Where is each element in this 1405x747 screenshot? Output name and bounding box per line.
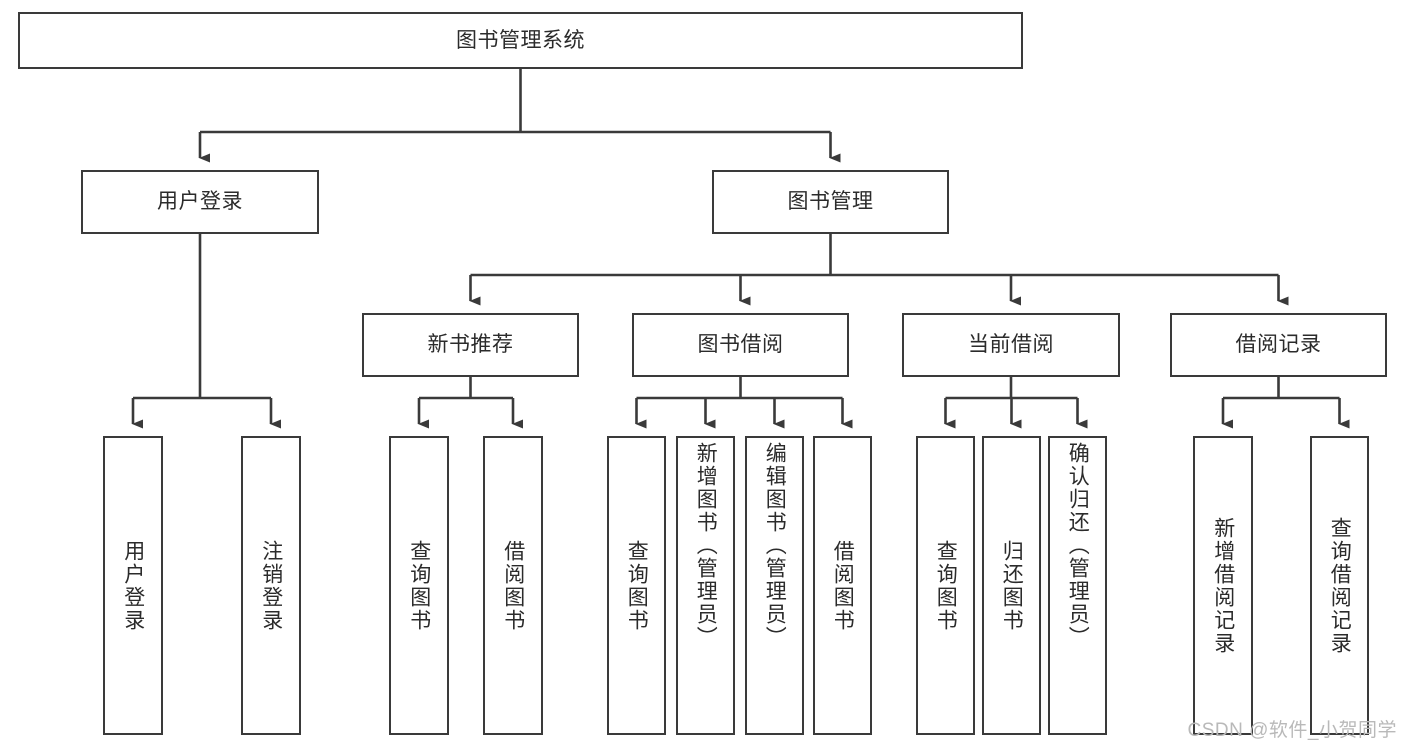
- node-label: 查询借阅记录: [1328, 516, 1352, 655]
- leaf-query-book-current[interactable]: 查询图书: [916, 436, 975, 735]
- node-label: 新增借阅记录: [1211, 516, 1235, 655]
- node-root[interactable]: 图书管理系统: [18, 12, 1023, 69]
- leaf-logout[interactable]: 注销登录: [241, 436, 301, 735]
- node-label: 图书借阅: [697, 333, 784, 357]
- node-book-borrow[interactable]: 图书借阅: [632, 313, 849, 377]
- leaf-add-borrow-record[interactable]: 新增借阅记录: [1193, 436, 1253, 735]
- node-label: 用户登录: [121, 539, 145, 632]
- node-book-manage[interactable]: 图书管理: [712, 170, 949, 234]
- node-label: 图书管理系统: [456, 28, 585, 52]
- leaf-borrow-book-recommend[interactable]: 借阅图书: [483, 436, 543, 735]
- leaf-borrow-book[interactable]: 借阅图书: [813, 436, 872, 735]
- leaf-edit-book-admin[interactable]: 编辑图书（管理员）: [745, 436, 804, 735]
- leaf-add-book-admin[interactable]: 新增图书（管理员）: [676, 436, 735, 735]
- node-label: 归还图书: [1000, 539, 1024, 632]
- node-label: 确认归还（管理员）: [1066, 442, 1090, 649]
- node-label: 图书管理: [787, 190, 874, 214]
- leaf-user-login[interactable]: 用户登录: [103, 436, 163, 735]
- node-label: 查询图书: [625, 539, 649, 632]
- leaf-confirm-return-admin[interactable]: 确认归还（管理员）: [1048, 436, 1107, 735]
- node-label: 编辑图书（管理员）: [763, 442, 787, 649]
- node-label: 借阅图书: [501, 539, 525, 632]
- node-label: 新增图书（管理员）: [694, 442, 718, 649]
- leaf-query-book-recommend[interactable]: 查询图书: [389, 436, 449, 735]
- node-label: 新书推荐: [427, 333, 514, 357]
- node-label: 当前借阅: [968, 333, 1054, 357]
- node-label: 借阅记录: [1235, 333, 1322, 357]
- node-new-book-recommend[interactable]: 新书推荐: [362, 313, 579, 377]
- leaf-query-book-borrow[interactable]: 查询图书: [607, 436, 666, 735]
- node-label: 注销登录: [259, 539, 283, 632]
- leaf-query-borrow-record[interactable]: 查询借阅记录: [1310, 436, 1369, 735]
- node-label: 用户登录: [157, 190, 243, 214]
- watermark: CSDN @软件_小贺同学: [1187, 720, 1397, 741]
- node-label: 查询图书: [407, 539, 431, 632]
- node-label: 借阅图书: [831, 539, 855, 632]
- leaf-return-book[interactable]: 归还图书: [982, 436, 1041, 735]
- node-user-login[interactable]: 用户登录: [81, 170, 319, 234]
- node-borrow-record[interactable]: 借阅记录: [1170, 313, 1387, 377]
- node-current-borrow[interactable]: 当前借阅: [902, 313, 1120, 377]
- node-label: 查询图书: [934, 539, 958, 632]
